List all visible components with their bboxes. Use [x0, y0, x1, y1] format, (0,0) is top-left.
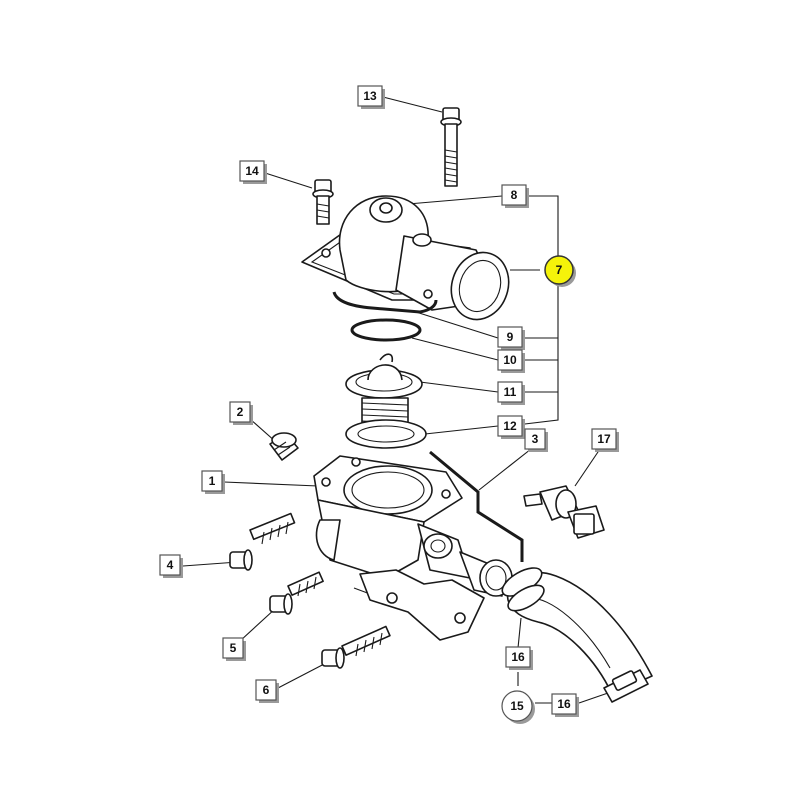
- callout-16-upper[interactable]: 16: [505, 646, 533, 670]
- callout-4-label: 4: [167, 558, 174, 572]
- callout-6[interactable]: 6: [255, 679, 279, 703]
- bolt-14: [312, 179, 334, 225]
- callout-9[interactable]: 9: [497, 326, 525, 350]
- callout-13[interactable]: 13: [357, 85, 385, 109]
- bolt-5: [269, 571, 324, 615]
- thermostat: [345, 353, 423, 427]
- callout-1-label: 1: [209, 474, 216, 488]
- callout-5[interactable]: 5: [222, 637, 246, 661]
- callout-5-label: 5: [230, 641, 237, 655]
- thermostat-cover: [301, 195, 510, 321]
- callout-17-label: 17: [597, 432, 611, 446]
- callout-10-label: 10: [503, 353, 517, 367]
- callout-3-label: 3: [532, 432, 539, 446]
- plug-2: [269, 432, 299, 461]
- callout-7-highlighted[interactable]: 7: [544, 255, 576, 287]
- bolt-4: [229, 512, 296, 571]
- callout-11-label: 11: [504, 385, 517, 399]
- callout-2[interactable]: 2: [229, 401, 253, 425]
- callout-4[interactable]: 4: [159, 554, 183, 578]
- bolt-13: [440, 107, 462, 187]
- callout-14[interactable]: 14: [239, 160, 267, 184]
- callout-15-label: 15: [510, 699, 524, 713]
- callout-15[interactable]: 15: [501, 690, 535, 724]
- thermostat-seal-ring: [345, 419, 427, 449]
- gasket-seal: [332, 291, 438, 342]
- callout-12[interactable]: 12: [497, 415, 525, 439]
- callout-12-label: 12: [503, 419, 517, 433]
- callout-16-upper-label: 16: [511, 650, 525, 664]
- callout-8-label: 8: [511, 188, 518, 202]
- callout-16-lower[interactable]: 16: [551, 693, 579, 717]
- callout-3[interactable]: 3: [524, 428, 548, 452]
- temperature-sensor: [523, 485, 605, 539]
- highlight-marker: [544, 255, 574, 285]
- callout-6-label: 6: [263, 683, 270, 697]
- callouts: 13 14 8 7 9 10: [159, 85, 619, 724]
- callout-17[interactable]: 17: [591, 428, 619, 452]
- callout-1[interactable]: 1: [201, 470, 225, 494]
- bolt-6: [321, 625, 391, 669]
- callout-10[interactable]: 10: [497, 349, 525, 373]
- callout-2-label: 2: [237, 405, 244, 419]
- callout-7-label: 7: [556, 263, 563, 277]
- coolant-hose: [501, 567, 653, 703]
- housing-body: [313, 455, 513, 641]
- callout-14-label: 14: [245, 164, 259, 178]
- callout-16-lower-label: 16: [557, 697, 571, 711]
- callout-8[interactable]: 8: [501, 184, 529, 208]
- callout-13-label: 13: [363, 89, 377, 103]
- pipe-3: [429, 450, 524, 562]
- callout-11[interactable]: 11: [497, 381, 525, 405]
- callout-9-label: 9: [507, 330, 514, 344]
